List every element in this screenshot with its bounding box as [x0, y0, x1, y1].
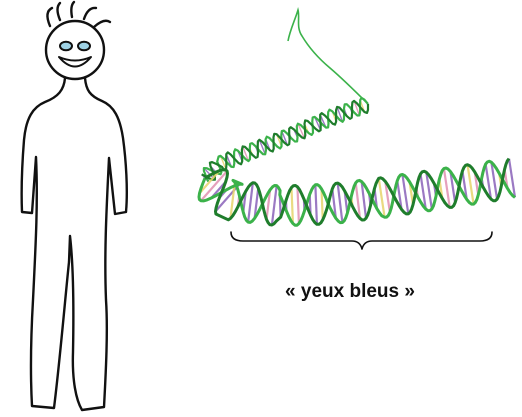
dna-tail [288, 10, 368, 104]
body-outline [22, 78, 127, 410]
head [46, 21, 104, 79]
stick-figure-person [22, 2, 127, 410]
eye-color-label: « yeux bleus » [200, 281, 500, 303]
dna-base-pair [297, 187, 298, 224]
smile [59, 57, 91, 67]
dna-base-pair [315, 185, 317, 224]
dna-base-pair [272, 186, 277, 225]
dna-base-pair [291, 187, 292, 223]
dna-double-helix [199, 10, 515, 225]
right-eye [78, 42, 90, 51]
bracket-brace [231, 232, 492, 249]
dna-base-pair [338, 183, 343, 222]
hair-strands [47, 2, 110, 27]
left-eye [60, 42, 72, 51]
